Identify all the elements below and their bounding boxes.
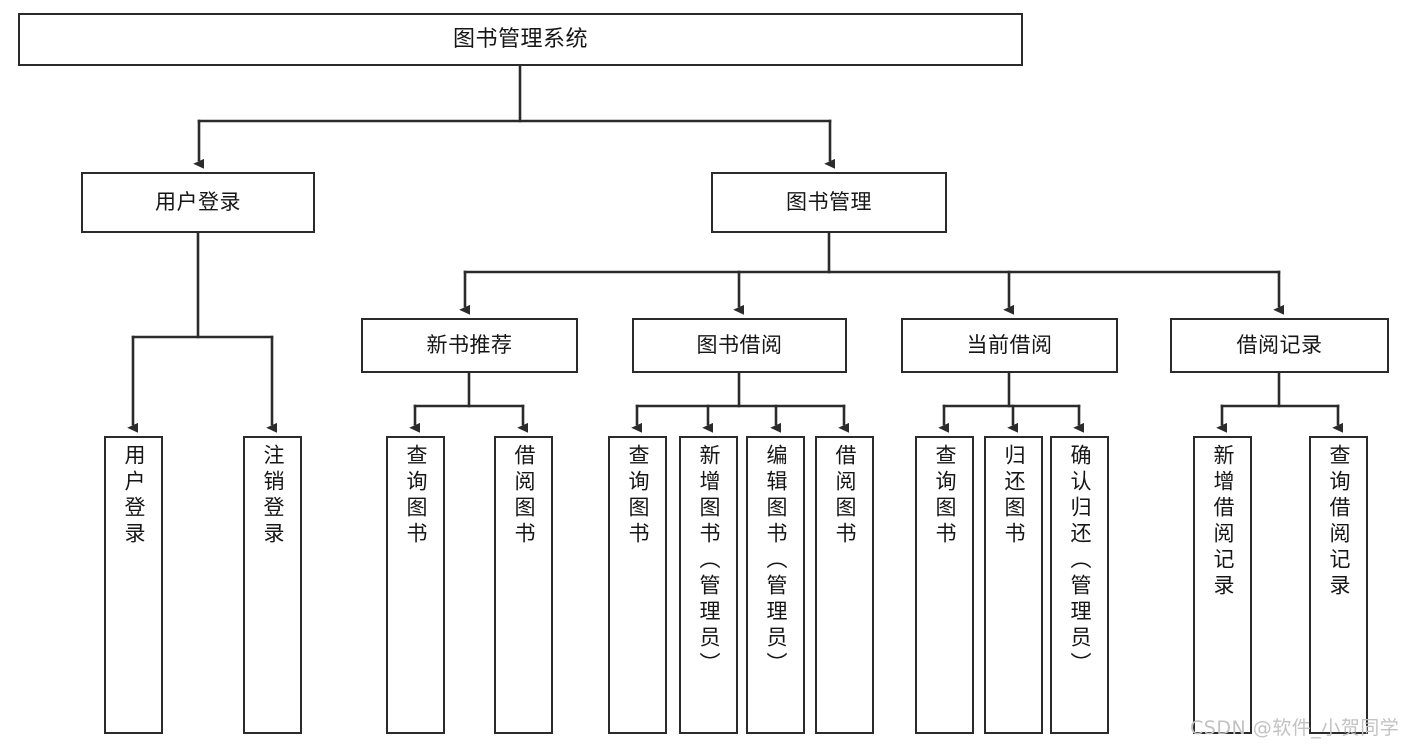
leaf-new-book-query-book[interactable]: 查询图书	[386, 436, 445, 734]
node-label: 新增借阅记录	[1211, 444, 1235, 600]
leaf-borrow-record-add-record[interactable]: 新增借阅记录	[1193, 436, 1252, 734]
node-label: 图书借阅	[696, 333, 783, 358]
leaf-current-borrow-confirm-return-admin[interactable]: 确认归还（管理员）	[1050, 436, 1109, 734]
node-current-borrow[interactable]: 当前借阅	[901, 318, 1118, 373]
node-label: 用户登录	[122, 444, 146, 548]
node-label: 图书管理系统	[452, 26, 588, 52]
node-label: 新书推荐	[426, 333, 513, 358]
leaf-user-login-login[interactable]: 用户登录	[104, 436, 163, 734]
node-label: 注销登录	[261, 444, 285, 548]
node-root-book-management-system[interactable]: 图书管理系统	[18, 13, 1023, 66]
leaf-book-borrow-query-book[interactable]: 查询图书	[608, 436, 667, 734]
node-label: 借阅图书	[512, 444, 536, 548]
node-borrow-record[interactable]: 借阅记录	[1170, 318, 1389, 373]
node-label: 编辑图书（管理员）	[764, 444, 788, 678]
node-label: 借阅图书	[833, 444, 857, 548]
leaf-new-book-borrow-book[interactable]: 借阅图书	[494, 436, 553, 734]
leaf-current-borrow-return-book[interactable]: 归还图书	[984, 436, 1043, 734]
node-new-book-recommend[interactable]: 新书推荐	[361, 318, 578, 373]
node-label: 查询借阅记录	[1327, 444, 1351, 600]
node-label: 图书管理	[786, 190, 872, 215]
leaf-user-login-logout[interactable]: 注销登录	[243, 436, 302, 734]
node-label: 查询图书	[404, 444, 428, 548]
leaf-book-borrow-edit-book-admin[interactable]: 编辑图书（管理员）	[746, 436, 805, 734]
node-label: 新增图书（管理员）	[697, 444, 721, 678]
leaf-book-borrow-borrow-book[interactable]: 借阅图书	[815, 436, 874, 734]
csdn-watermark: CSDN @软件_小贺同学	[1190, 717, 1400, 739]
node-label: 当前借阅	[966, 333, 1053, 358]
node-label: 查询图书	[933, 444, 957, 548]
leaf-borrow-record-query-record[interactable]: 查询借阅记录	[1309, 436, 1368, 734]
node-book-borrow[interactable]: 图书借阅	[632, 318, 847, 373]
leaf-book-borrow-add-book-admin[interactable]: 新增图书（管理员）	[679, 436, 738, 734]
node-label: 确认归还（管理员）	[1068, 444, 1092, 678]
node-label: 查询图书	[626, 444, 650, 548]
leaf-current-borrow-query-book[interactable]: 查询图书	[915, 436, 974, 734]
node-label: 用户登录	[155, 190, 241, 215]
node-label: 归还图书	[1002, 444, 1026, 548]
node-user-login[interactable]: 用户登录	[81, 172, 315, 233]
node-book-management[interactable]: 图书管理	[711, 172, 947, 233]
node-label: 借阅记录	[1236, 333, 1323, 358]
